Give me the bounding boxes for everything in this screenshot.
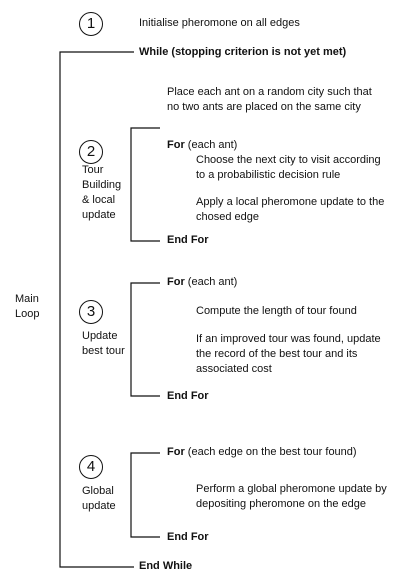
step4-bracket	[130, 452, 160, 538]
step2-end-for: End For	[167, 234, 209, 246]
step2-action1-line1: Choose the next city to visit according	[196, 154, 381, 166]
placement-line1: Place each ant on a random city such tha…	[167, 86, 372, 98]
step4-label-line2: update	[82, 500, 116, 512]
while-condition: (stopping criterion is not yet met)	[168, 46, 347, 58]
step4-for-condition: (each edge on the best tour found)	[184, 446, 357, 458]
step1-text: Initialise pheromone on all edges	[139, 17, 300, 29]
while-keyword: While	[139, 46, 169, 58]
step3-action2-line2: the record of the best tour and its	[196, 348, 358, 360]
main-loop-label-line1: Main	[15, 293, 39, 305]
step2-action2-line1: Apply a local pheromone update to the	[196, 196, 385, 208]
step3-end-for: End For	[167, 390, 209, 402]
step2-number-circle: 2	[79, 140, 103, 164]
step4-for-keyword: For	[167, 446, 185, 458]
step2-for-header: For (each ant)	[167, 137, 237, 153]
main-loop-bracket	[59, 51, 134, 568]
step4-number-circle: 4	[79, 455, 103, 479]
step2-for-condition: (each ant)	[184, 139, 238, 151]
step3-action2-line3: associated cost	[196, 363, 272, 375]
placement-line2: no two ants are placed on the same city	[167, 101, 361, 113]
step4-label-line1: Global	[82, 485, 114, 497]
step3-for-header: For (each ant)	[167, 274, 237, 290]
main-loop-label-line2: Loop	[15, 308, 40, 320]
step3-for-keyword: For	[167, 276, 185, 288]
step4-action1-line2: depositing pheromone on the edge	[196, 498, 367, 510]
step3-label-line2: best tour	[82, 345, 125, 357]
step3-number-circle: 3	[79, 300, 103, 324]
step2-label-line3: & local	[82, 194, 116, 206]
step2-action1-line2: to a probabilistic decision rule	[196, 169, 341, 181]
step3-bracket	[130, 282, 160, 397]
step2-label-line4: update	[82, 209, 116, 221]
step4-for-header: For (each edge on the best tour found)	[167, 444, 357, 460]
step3-label-line1: Update	[82, 330, 118, 342]
step2-action2-line2: chosed edge	[196, 211, 259, 223]
step2-bracket	[130, 127, 160, 242]
step4-action1-line1: Perform a global pheromone update by	[196, 483, 387, 495]
step2-label-line1: Tour	[82, 164, 104, 176]
while-header: While (stopping criterion is not yet met…	[139, 44, 346, 60]
step2-label-line2: Building	[82, 179, 122, 191]
step2-for-keyword: For	[167, 139, 185, 151]
step4-end-for: End For	[167, 531, 209, 543]
step3-for-condition: (each ant)	[184, 276, 238, 288]
end-while: End While	[139, 560, 193, 572]
step1-number-circle: 1	[79, 12, 103, 36]
step3-action2-line1: If an improved tour was found, update	[196, 333, 381, 345]
step3-action1: Compute the length of tour found	[196, 305, 357, 317]
